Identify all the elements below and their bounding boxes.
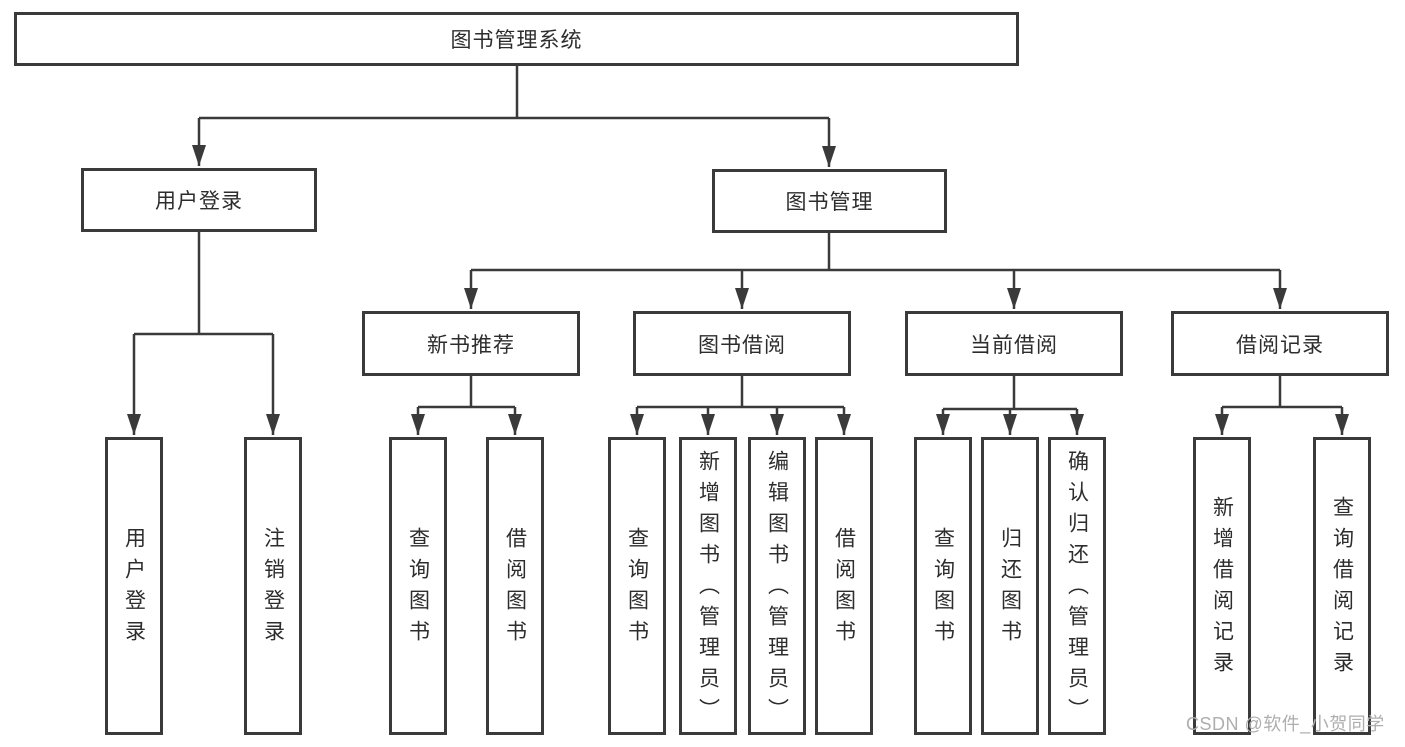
leaf-edit-books-admin: 编辑图书（管理员） xyxy=(748,437,806,735)
leaf-query-books-1: 查询图书 xyxy=(389,437,447,735)
node-user-login: 用户登录 xyxy=(81,168,317,232)
leaf-add-books-admin: 新增图书（管理员） xyxy=(679,437,737,735)
node-new-book-recommend: 新书推荐 xyxy=(362,311,580,376)
node-book-borrowing: 图书借阅 xyxy=(633,311,851,376)
leaf-query-books-2: 查询图书 xyxy=(608,437,666,735)
leaf-query-books-3: 查询图书 xyxy=(914,437,972,735)
leaf-logout: 注销登录 xyxy=(244,437,302,735)
leaf-return-books: 归还图书 xyxy=(981,437,1039,735)
node-book-management: 图书管理 xyxy=(712,169,947,233)
node-borrowing-records: 借阅记录 xyxy=(1171,311,1389,376)
node-root-system: 图书管理系统 xyxy=(14,12,1019,66)
leaf-confirm-return-admin: 确认归还（管理员） xyxy=(1048,437,1106,735)
leaf-user-login: 用户登录 xyxy=(105,437,163,735)
leaf-borrow-books-1: 借阅图书 xyxy=(486,437,544,735)
leaf-add-borrow-record: 新增借阅记录 xyxy=(1193,437,1251,735)
node-current-borrowing: 当前借阅 xyxy=(905,311,1123,376)
leaf-query-borrow-record: 查询借阅记录 xyxy=(1313,437,1371,735)
csdn-watermark: CSDN @软件_小贺同学 xyxy=(1186,714,1385,734)
leaf-borrow-books-2: 借阅图书 xyxy=(815,437,873,735)
